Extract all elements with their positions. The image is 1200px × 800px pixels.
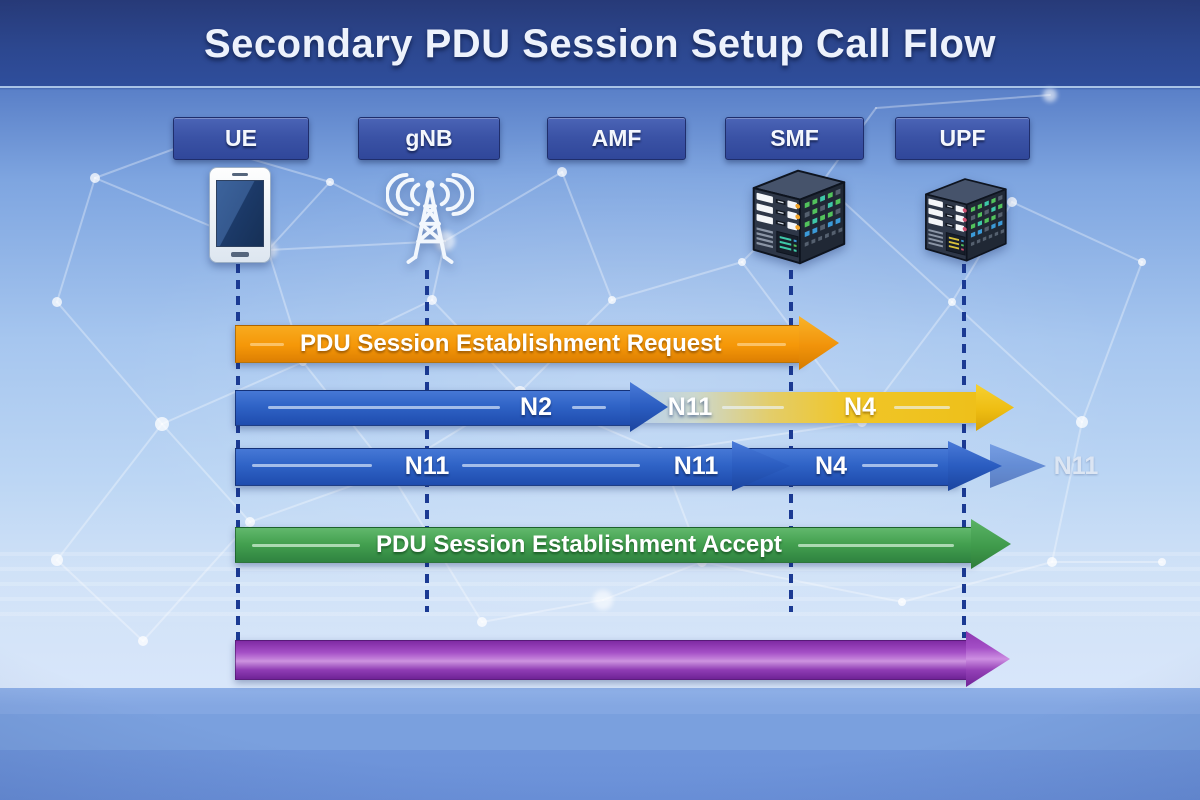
- server-rack-icon: [925, 178, 1007, 262]
- entity-box-gnb: gNB: [358, 117, 500, 160]
- lifeline-smf: [789, 270, 793, 612]
- phone-home-bar: [231, 252, 249, 257]
- label-n4: N4: [844, 393, 876, 421]
- radio-tower-icon: [386, 172, 474, 264]
- server-rack-icon: [752, 169, 846, 265]
- label-n2: N2: [520, 393, 552, 421]
- entity-box-upf: UPF: [895, 117, 1030, 160]
- bottom-gradient-bands: [0, 688, 1200, 800]
- arrow-line: [737, 342, 786, 346]
- label-n11-1: N11: [404, 452, 450, 480]
- label-n11-2: N11: [673, 452, 719, 480]
- entity-box-smf: SMF: [725, 117, 864, 160]
- arrow-line: [862, 464, 938, 467]
- label-n11: N11: [667, 393, 713, 421]
- arrow-pdu-request: PDU Session Establishment Request: [235, 325, 803, 363]
- label-n11-faded: N11: [1053, 452, 1099, 480]
- page-title: Secondary PDU Session Setup Call Flow: [203, 22, 996, 66]
- arrow-pdu-accept: PDU Session Establishment Accept: [235, 527, 975, 563]
- light-streaks: [0, 552, 1200, 622]
- arrow-line: [252, 543, 360, 547]
- entity-box-ue: UE: [173, 117, 309, 160]
- phone-speaker: [232, 173, 248, 176]
- arrow-label: PDU Session Establishment Request: [300, 330, 722, 357]
- arrow-line: [894, 406, 950, 409]
- arrow-line: [572, 406, 606, 409]
- phone-screen: [216, 180, 264, 247]
- arrow-line: [268, 406, 500, 409]
- label-n4-2: N4: [815, 452, 847, 480]
- arrow-data-path: [235, 640, 970, 680]
- arrow-line: [797, 543, 954, 547]
- arrow-line: [462, 464, 640, 467]
- lifeline-gnb: [425, 270, 429, 612]
- arrow-label: PDU Session Establishment Accept: [376, 531, 782, 558]
- header-divider: [0, 86, 1200, 88]
- arrow-line: [722, 406, 784, 409]
- smartphone-icon: [209, 167, 271, 263]
- entity-box-amf: AMF: [547, 117, 686, 160]
- arrow-n11-chain: [235, 448, 959, 486]
- arrow-line: [252, 464, 372, 467]
- arrow-line: [250, 342, 284, 346]
